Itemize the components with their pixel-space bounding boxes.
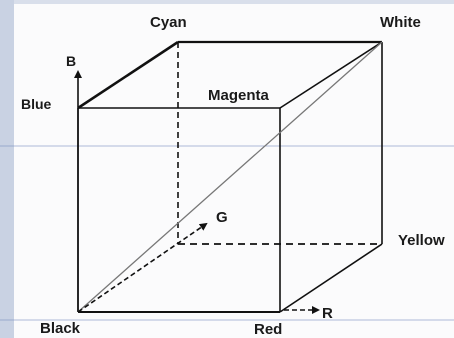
label-blue: Blue (21, 96, 52, 112)
edge-magenta-white (279, 41, 383, 109)
label-axis-r: R (322, 305, 333, 322)
edge-red-yellow (279, 243, 383, 313)
label-black: Black (40, 320, 81, 337)
edge-blue-cyan (77, 40, 179, 110)
label-axis-g: G (216, 209, 228, 226)
label-yellow: Yellow (398, 232, 445, 249)
top-band (14, 0, 454, 4)
label-cyan: Cyan (150, 14, 187, 31)
label-red: Red (254, 321, 282, 338)
label-magenta: Magenta (208, 87, 270, 104)
left-band (0, 0, 14, 338)
label-axis-b: B (66, 53, 76, 69)
axis-g-arrow (77, 222, 208, 313)
grey-diagonal-line (77, 41, 383, 313)
label-white: White (380, 14, 421, 31)
